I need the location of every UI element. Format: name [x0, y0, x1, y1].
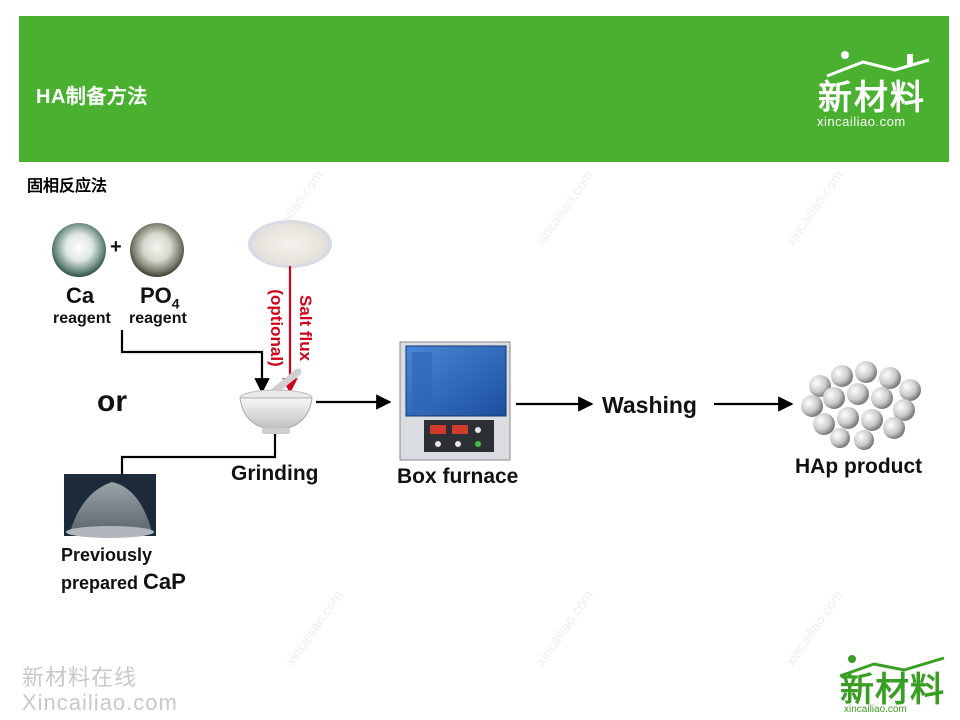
po4-reagent-dish: [130, 223, 184, 277]
ca-reagent-label: reagent: [53, 310, 111, 327]
prepared-text: prepared: [61, 573, 139, 593]
house-roof-icon: [826, 51, 930, 78]
logo-url-text: xincailiao.com: [817, 114, 906, 129]
ca-reagent-dish: [52, 223, 106, 277]
corner-logo-chinese: 新材料: [840, 670, 945, 710]
ca-label: Ca: [66, 283, 95, 308]
previously-label: Previously: [61, 545, 153, 565]
page-title: HA制备方法: [36, 86, 148, 108]
cap-text: CaP: [143, 569, 186, 594]
salt-flux-powder: [248, 220, 332, 268]
po4-reagent-label: reagent: [129, 310, 187, 327]
optional-label: (optional): [267, 289, 286, 367]
watermark-chinese: 新材料在线: [22, 666, 138, 691]
box-furnace-label: Box furnace: [397, 465, 519, 488]
washing-label: Washing: [602, 392, 697, 418]
hap-product-label: HAp product: [795, 455, 923, 478]
cap-powder-dish: [64, 474, 156, 538]
hap-product-spheres: [801, 361, 921, 450]
prepared-cap-label: prepared CaP: [61, 569, 186, 595]
brand-logo: 新材料 xincailiao.com: [813, 50, 943, 136]
grinding-label: Grinding: [231, 462, 319, 485]
corner-logo: 新材料 xincailiao.com: [838, 652, 950, 718]
salt-flux-label: Salt flux: [296, 294, 315, 362]
section-subtitle: 固相反应法: [27, 178, 108, 195]
po4-label: PO4: [140, 283, 180, 311]
or-label: or: [97, 385, 127, 418]
po4-text: PO: [140, 283, 172, 308]
po4-subscript: 4: [171, 295, 180, 312]
mortar-pestle-icon: [239, 368, 313, 434]
logo-chinese-text: 新材料: [818, 78, 926, 118]
box-furnace-icon: [399, 341, 511, 461]
plus-sign: +: [110, 236, 122, 258]
header-banner: HA制备方法 新材料 xincailiao.com: [19, 16, 949, 162]
corner-logo-url: xincailiao.com: [844, 704, 907, 715]
corner-house-roof-icon: [839, 655, 945, 678]
reagents-to-mortar-arrow: [120, 330, 270, 394]
watermark-url: Xincailiao.com: [22, 690, 178, 715]
